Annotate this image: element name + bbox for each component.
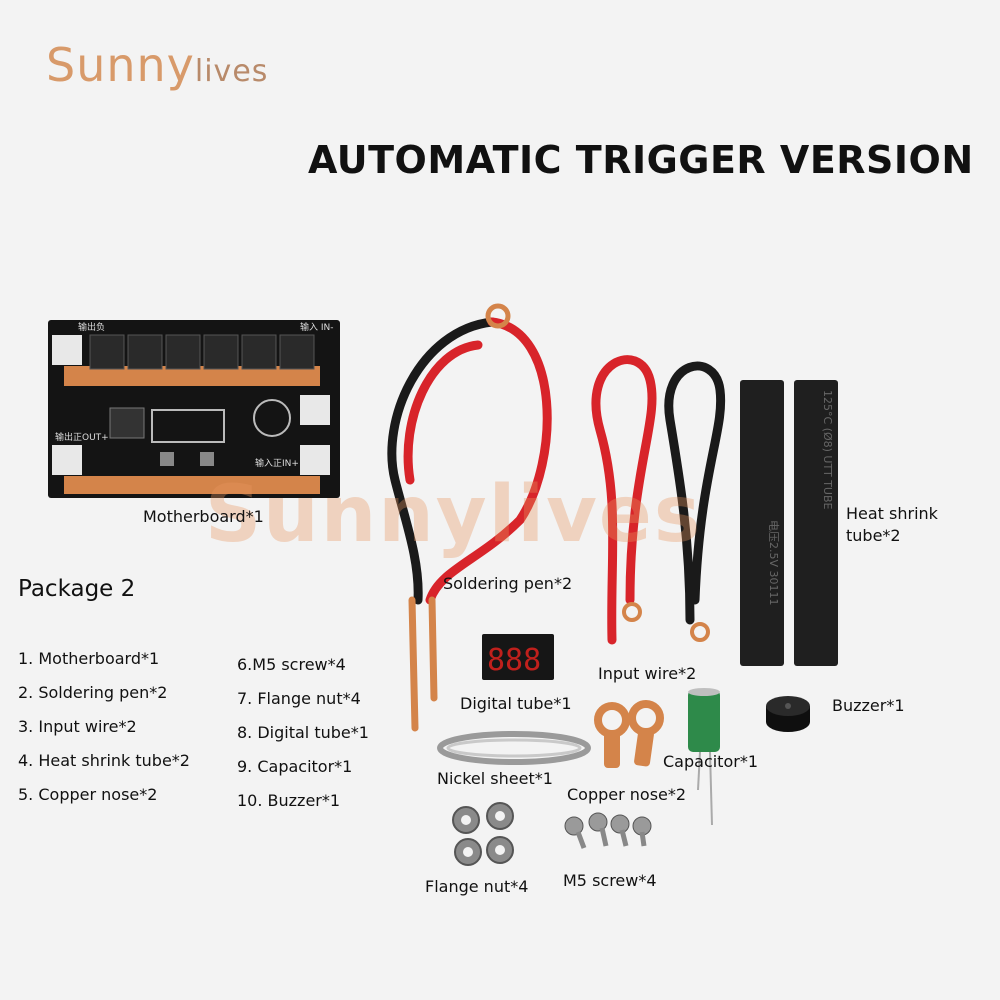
label-nickel-sheet: Nickel sheet*1 [437, 769, 553, 788]
heat-shrink-tube-image: 电压2.5V 30111 125°C (Ø8) UTT TUBE [740, 380, 838, 666]
label-buzzer: Buzzer*1 [832, 696, 905, 715]
brand-logo: Sunnylives [46, 38, 268, 92]
list-item: 3. Input wire*2 [18, 717, 137, 736]
motherboard-image: 输出负 输入 IN- 输出正OUT+ 输入正IN+ [48, 320, 340, 498]
digital-tube-image: 888 [482, 634, 554, 680]
headline: AUTOMATIC TRIGGER VERSION [308, 138, 974, 182]
capacitor-image [688, 688, 720, 826]
list-item: 9. Capacitor*1 [237, 757, 353, 776]
list-item: 7. Flange nut*4 [237, 689, 361, 708]
soldering-pen-image [387, 303, 552, 732]
list-item: 2. Soldering pen*2 [18, 683, 168, 702]
label-copper-nose: Copper nose*2 [567, 785, 687, 804]
package-list-column-2: 6.M5 screw*4 7. Flange nut*4 8. Digital … [237, 648, 369, 818]
label-input-wire: Input wire*2 [598, 664, 697, 683]
label-capacitor: Capacitor*1 [663, 752, 758, 771]
m5-screw-image [564, 812, 652, 849]
list-item: 6.M5 screw*4 [237, 655, 346, 674]
label-m5-screw: M5 screw*4 [563, 871, 657, 890]
list-item: 10. Buzzer*1 [237, 791, 341, 810]
list-item: 1. Motherboard*1 [18, 649, 160, 668]
nickel-sheet-image [437, 731, 591, 765]
copper-nose-image [594, 700, 664, 768]
brand-name-tail: lives [194, 54, 269, 89]
board-in-pos: 输入正IN+ [255, 457, 299, 469]
list-item: 5. Copper nose*2 [18, 785, 158, 804]
label-motherboard: Motherboard*1 [143, 507, 264, 526]
board-out-neg: 输出负 [78, 321, 105, 333]
watermark: Sunnylives [205, 470, 703, 560]
package-title: Package 2 [18, 576, 136, 602]
label-heat-shrink-line1: Heat shrink [846, 504, 938, 523]
board-in-neg: 输入 IN- [300, 321, 334, 333]
list-item: 4. Heat shrink tube*2 [18, 751, 190, 770]
list-item: 8. Digital tube*1 [237, 723, 369, 742]
board-out-pos: 输出正OUT+ [55, 431, 109, 443]
digital-display-readout: 888 [487, 643, 541, 678]
label-heat-shrink-line2: tube*2 [846, 526, 901, 545]
label-flange-nut: Flange nut*4 [425, 877, 529, 896]
shrink-tube-print-right: 125°C (Ø8) UTT TUBE [821, 390, 834, 510]
shrink-tube-print-left: 电压2.5V 30111 [767, 520, 780, 606]
input-wire-image [591, 355, 726, 645]
label-soldering-pen: Soldering pen*2 [443, 574, 573, 593]
flange-nut-image [452, 802, 514, 866]
buzzer-image [766, 696, 810, 732]
package-list-column-1: 1. Motherboard*1 2. Soldering pen*2 3. I… [18, 642, 190, 812]
brand-name-main: Sunny [46, 38, 195, 92]
label-digital-tube: Digital tube*1 [460, 694, 572, 713]
